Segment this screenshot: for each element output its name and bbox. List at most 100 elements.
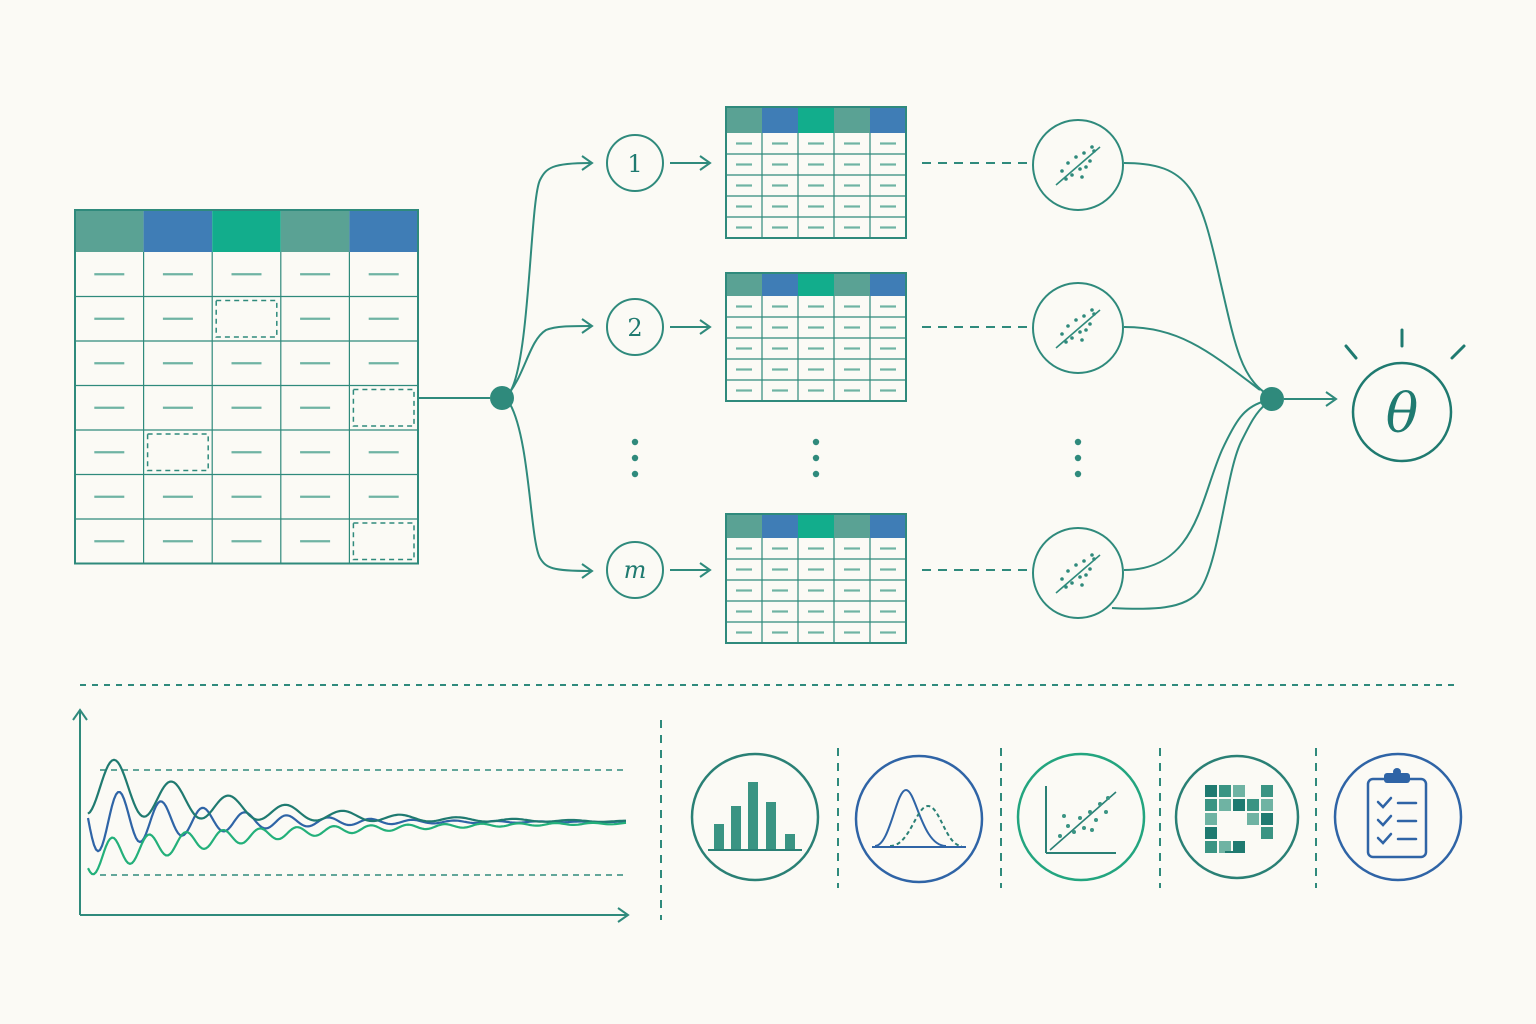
header-cell [349, 210, 418, 252]
imputation-label-1: 1 [627, 150, 642, 178]
imputation-label-m: m [624, 556, 647, 584]
scatter-point [1066, 324, 1070, 328]
imputation-index-2: 2 [606, 298, 664, 356]
scatter-point [1084, 328, 1088, 332]
scatter-point [1092, 149, 1096, 153]
scatter-point [1066, 161, 1070, 165]
scatter-point [1088, 567, 1092, 571]
scatter-point [1092, 312, 1096, 316]
imputed-table-1 [725, 106, 907, 239]
scatter-point [1090, 308, 1094, 312]
missing-cell [352, 388, 415, 427]
header-cell [834, 273, 870, 296]
scatter-plot-icon [1016, 752, 1146, 882]
branch-arrowheads [581, 155, 594, 579]
pooled-estimate: θ [1351, 361, 1453, 463]
scatter-point [1082, 314, 1086, 318]
scatter-point [1064, 177, 1068, 181]
analysis-dashed-links [922, 162, 1028, 571]
highlight-rays [1344, 328, 1466, 360]
arrowhead [581, 563, 594, 579]
header-cell [870, 107, 906, 133]
pooling-curves [1111, 162, 1267, 610]
header-cell [75, 210, 144, 252]
incomplete-data-table [74, 209, 419, 565]
scatter-point [1060, 169, 1064, 173]
scatter-point [1090, 145, 1094, 149]
header-cell [798, 514, 834, 538]
header-cell [143, 210, 213, 252]
grid-cell [1233, 841, 1245, 853]
grid-cell [1205, 813, 1217, 825]
header-cell [798, 107, 834, 133]
scatter-point [1074, 563, 1078, 567]
grid-cell [1205, 799, 1217, 811]
scatter-point [1092, 557, 1096, 561]
header-cell [212, 210, 281, 252]
scatter-point [1060, 577, 1064, 581]
grid-cell [1233, 785, 1245, 797]
grid-cell [1233, 799, 1245, 811]
scatter-point [1066, 569, 1070, 573]
scatter-point [1080, 583, 1084, 587]
branch-path-m [509, 403, 591, 572]
scatter-point [1080, 175, 1084, 179]
to-table-arrows [670, 155, 712, 578]
branch-path-2 [509, 325, 591, 393]
table-border [725, 272, 907, 402]
grid-cell [1261, 813, 1273, 825]
header-cell [762, 514, 798, 538]
header-cell [280, 210, 350, 252]
header-cell [726, 514, 762, 538]
grid-cell [1247, 813, 1259, 825]
scatter-point [1070, 581, 1074, 585]
trace-axes [72, 708, 630, 923]
imputation-index-m: m [606, 541, 664, 599]
checklist-icon [1333, 752, 1463, 882]
scatter-point [1088, 322, 1092, 326]
theta-symbol: θ [1386, 382, 1419, 445]
header-cell [834, 107, 870, 133]
grid-cell [1261, 827, 1273, 839]
grid-cell [1219, 785, 1231, 797]
arrowhead [581, 318, 594, 334]
missing-cell [146, 433, 209, 472]
table-border [74, 209, 419, 565]
scatter-fit-icon [1032, 119, 1124, 211]
scatter-fit-icon [1032, 527, 1124, 619]
scatter-point [1078, 575, 1082, 579]
diagnostic-separators [660, 720, 1317, 920]
missingness-grid-icon [1174, 754, 1300, 880]
header-cell [726, 273, 762, 296]
fit-line [1055, 309, 1101, 349]
imputed-table-m [725, 513, 907, 644]
trace-line-3 [87, 821, 627, 876]
header-cell [726, 107, 762, 133]
ellipsis-dots [631, 438, 1082, 478]
header-cell [870, 273, 906, 296]
pooled-arrow [1284, 391, 1338, 407]
imputed-table-2 [725, 272, 907, 402]
split-node [490, 386, 514, 410]
scatter-point [1064, 585, 1068, 589]
grid-cell [1205, 785, 1217, 797]
scatter-point [1078, 330, 1082, 334]
scatter-point [1070, 336, 1074, 340]
scatter-point [1070, 173, 1074, 177]
grid-cell [1219, 799, 1231, 811]
scatter-point [1060, 332, 1064, 336]
scatter-point [1064, 340, 1068, 344]
header-cell [762, 273, 798, 296]
scatter-point [1074, 318, 1078, 322]
header-cell [798, 273, 834, 296]
branch-paths [509, 162, 591, 572]
scatter-point [1074, 155, 1078, 159]
scatter-point [1084, 165, 1088, 169]
scatter-point [1080, 338, 1084, 342]
fit-line [1055, 146, 1101, 186]
arrowhead [581, 155, 594, 171]
scatter-point [1082, 151, 1086, 155]
grid-cell [1261, 785, 1273, 797]
pooling-node [1260, 387, 1284, 411]
